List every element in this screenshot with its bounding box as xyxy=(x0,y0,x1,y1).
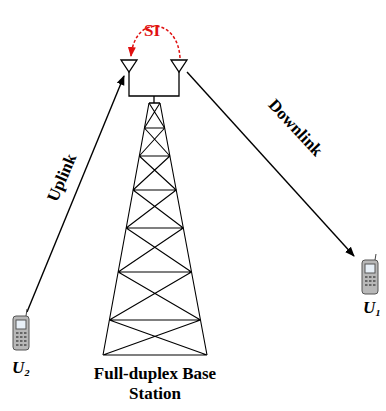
user-label: U₁ xyxy=(363,298,381,318)
tower-bracing xyxy=(103,103,207,355)
lattice-tower xyxy=(103,103,207,355)
uplink-arrow xyxy=(27,76,124,312)
user-label: U₂ xyxy=(12,358,30,378)
station-caption: Full-duplex Base Station xyxy=(85,364,225,403)
antenna xyxy=(121,60,187,103)
phone-icon xyxy=(13,309,29,350)
downlink-arrow xyxy=(187,72,354,256)
si-label: SI xyxy=(144,21,160,41)
phone-icon xyxy=(362,254,378,294)
downlink-label: Downlink xyxy=(264,95,327,160)
uplink-label: Uplink xyxy=(43,151,81,205)
